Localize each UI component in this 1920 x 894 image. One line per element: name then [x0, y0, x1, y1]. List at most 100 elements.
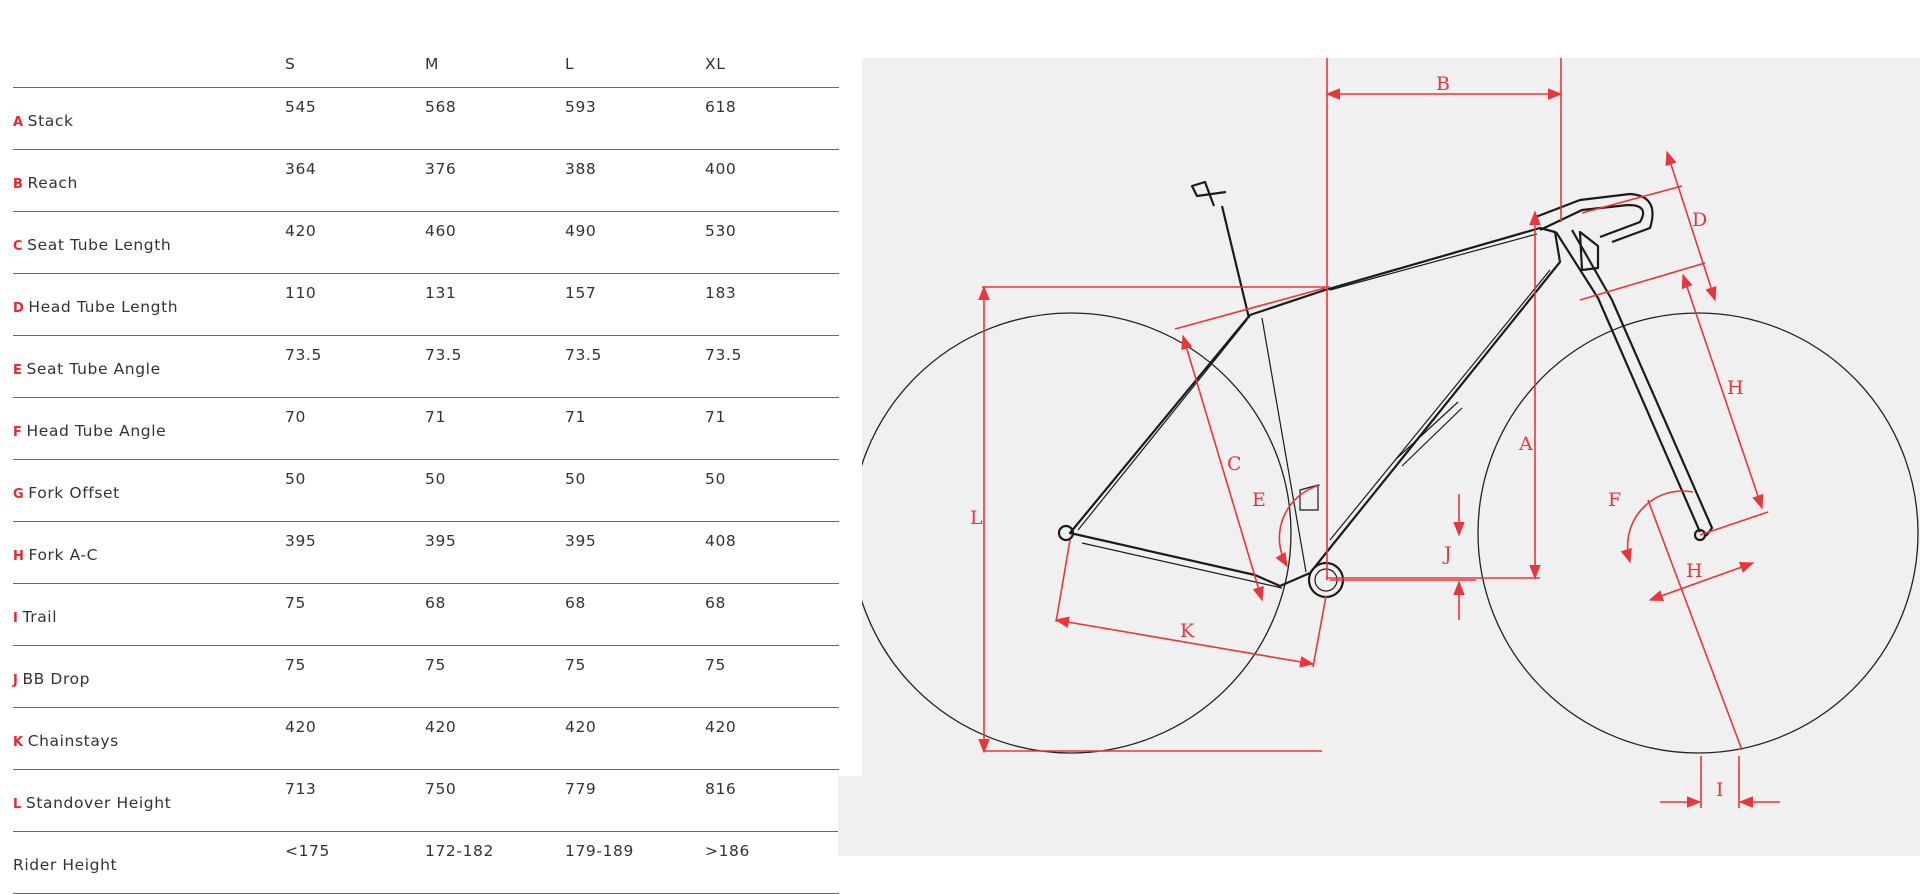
front-wheel	[1477, 312, 1919, 754]
size-header: L	[565, 50, 705, 88]
measurement-value: 364	[285, 149, 425, 212]
dim-label-b: B	[1436, 73, 1450, 95]
measurement-value: 618	[705, 87, 839, 150]
measurement-value: 395	[565, 521, 705, 584]
measurement-value: 420	[285, 707, 425, 770]
measurement-value: 75	[285, 645, 425, 708]
measurement-value: 68	[565, 583, 705, 646]
measurement-value: 593	[565, 87, 705, 150]
measurement-letter: G	[13, 486, 25, 502]
dim-label-h: H	[1727, 377, 1744, 399]
measurement-value: 388	[565, 149, 705, 212]
measurement-name: Chainstays	[27, 731, 119, 750]
measurement-value: 73.5	[705, 335, 839, 398]
measurement-letter: L	[13, 796, 22, 812]
measurement-value: <175	[285, 831, 425, 894]
measurement-name: Rider Height	[13, 855, 118, 874]
measurement-value: >186	[705, 831, 839, 894]
measurement-value: 75	[565, 645, 705, 708]
measurement-value: 50	[565, 459, 705, 522]
measurement-value: 568	[425, 87, 565, 150]
measurement-value: 50	[425, 459, 565, 522]
measurement-value: 779	[565, 769, 705, 832]
measurement-value: 68	[705, 583, 839, 646]
size-header-row: S M L XL	[13, 50, 839, 88]
measurement-letter: F	[13, 424, 23, 440]
dim-label-c: C	[1227, 453, 1242, 475]
measurement-value: 71	[705, 397, 839, 460]
dim-label-d: D	[1692, 209, 1707, 231]
dim-label-a: A	[1518, 433, 1533, 455]
measurement-value: 68	[425, 583, 565, 646]
measurement-value: 408	[705, 521, 839, 584]
measurement-name: Stack	[27, 111, 74, 130]
measurement-name: BB Drop	[22, 669, 91, 688]
measurement-value: 530	[705, 211, 839, 274]
size-header: M	[425, 50, 565, 88]
dimension-labels: B A C D E F H H I J K L	[970, 73, 1744, 801]
measurement-letter: C	[13, 238, 24, 254]
measurement-value: 179-189	[565, 831, 705, 894]
measurement-label: Rider Height	[13, 831, 285, 894]
bike-frame	[1057, 180, 1714, 599]
measurement-value: 395	[425, 521, 565, 584]
measurement-value: 395	[285, 521, 425, 584]
measurement-name: Head Tube Length	[28, 297, 179, 316]
dim-label-h-offset: H	[1686, 560, 1703, 582]
measurement-name: Fork A-C	[28, 545, 99, 564]
measurement-value: 131	[425, 273, 565, 336]
measurement-name: Seat Tube Length	[27, 235, 172, 254]
measurement-value: 713	[285, 769, 425, 832]
measurement-value: 490	[565, 211, 705, 274]
dim-label-e: E	[1252, 489, 1266, 511]
measurement-value: 71	[425, 397, 565, 460]
measurement-value: 50	[705, 459, 839, 522]
measurement-value: 376	[425, 149, 565, 212]
dimension-lines	[978, 58, 1780, 808]
measurement-letter: J	[13, 672, 19, 688]
measurement-name: Trail	[22, 607, 58, 626]
rear-wheel	[862, 312, 1292, 754]
bike-geometry-diagram: B A C D E F H H I J K L	[862, 58, 1919, 808]
dim-label-i: I	[1716, 779, 1724, 801]
size-header: S	[285, 50, 425, 88]
header-empty	[13, 50, 285, 88]
measurement-name: Standover Height	[25, 793, 172, 812]
measurement-value: 172-182	[425, 831, 565, 894]
measurement-letter: K	[13, 734, 24, 750]
dim-label-k: K	[1180, 620, 1195, 642]
measurement-letter: B	[13, 176, 24, 192]
measurement-letter: H	[13, 548, 25, 564]
measurement-value: 70	[285, 397, 425, 460]
measurement-name: Reach	[27, 173, 78, 192]
dim-label-f: F	[1608, 489, 1621, 511]
measurement-name: Fork Offset	[28, 483, 120, 502]
measurement-value: 75	[425, 645, 565, 708]
measurement-value: 400	[705, 149, 839, 212]
measurement-value: 420	[285, 211, 425, 274]
measurement-value: 420	[425, 707, 565, 770]
dim-label-j: J	[1442, 543, 1452, 565]
dim-label-l: L	[970, 507, 983, 529]
measurement-value: 750	[425, 769, 565, 832]
measurement-value: 71	[565, 397, 705, 460]
measurement-value: 420	[705, 707, 839, 770]
